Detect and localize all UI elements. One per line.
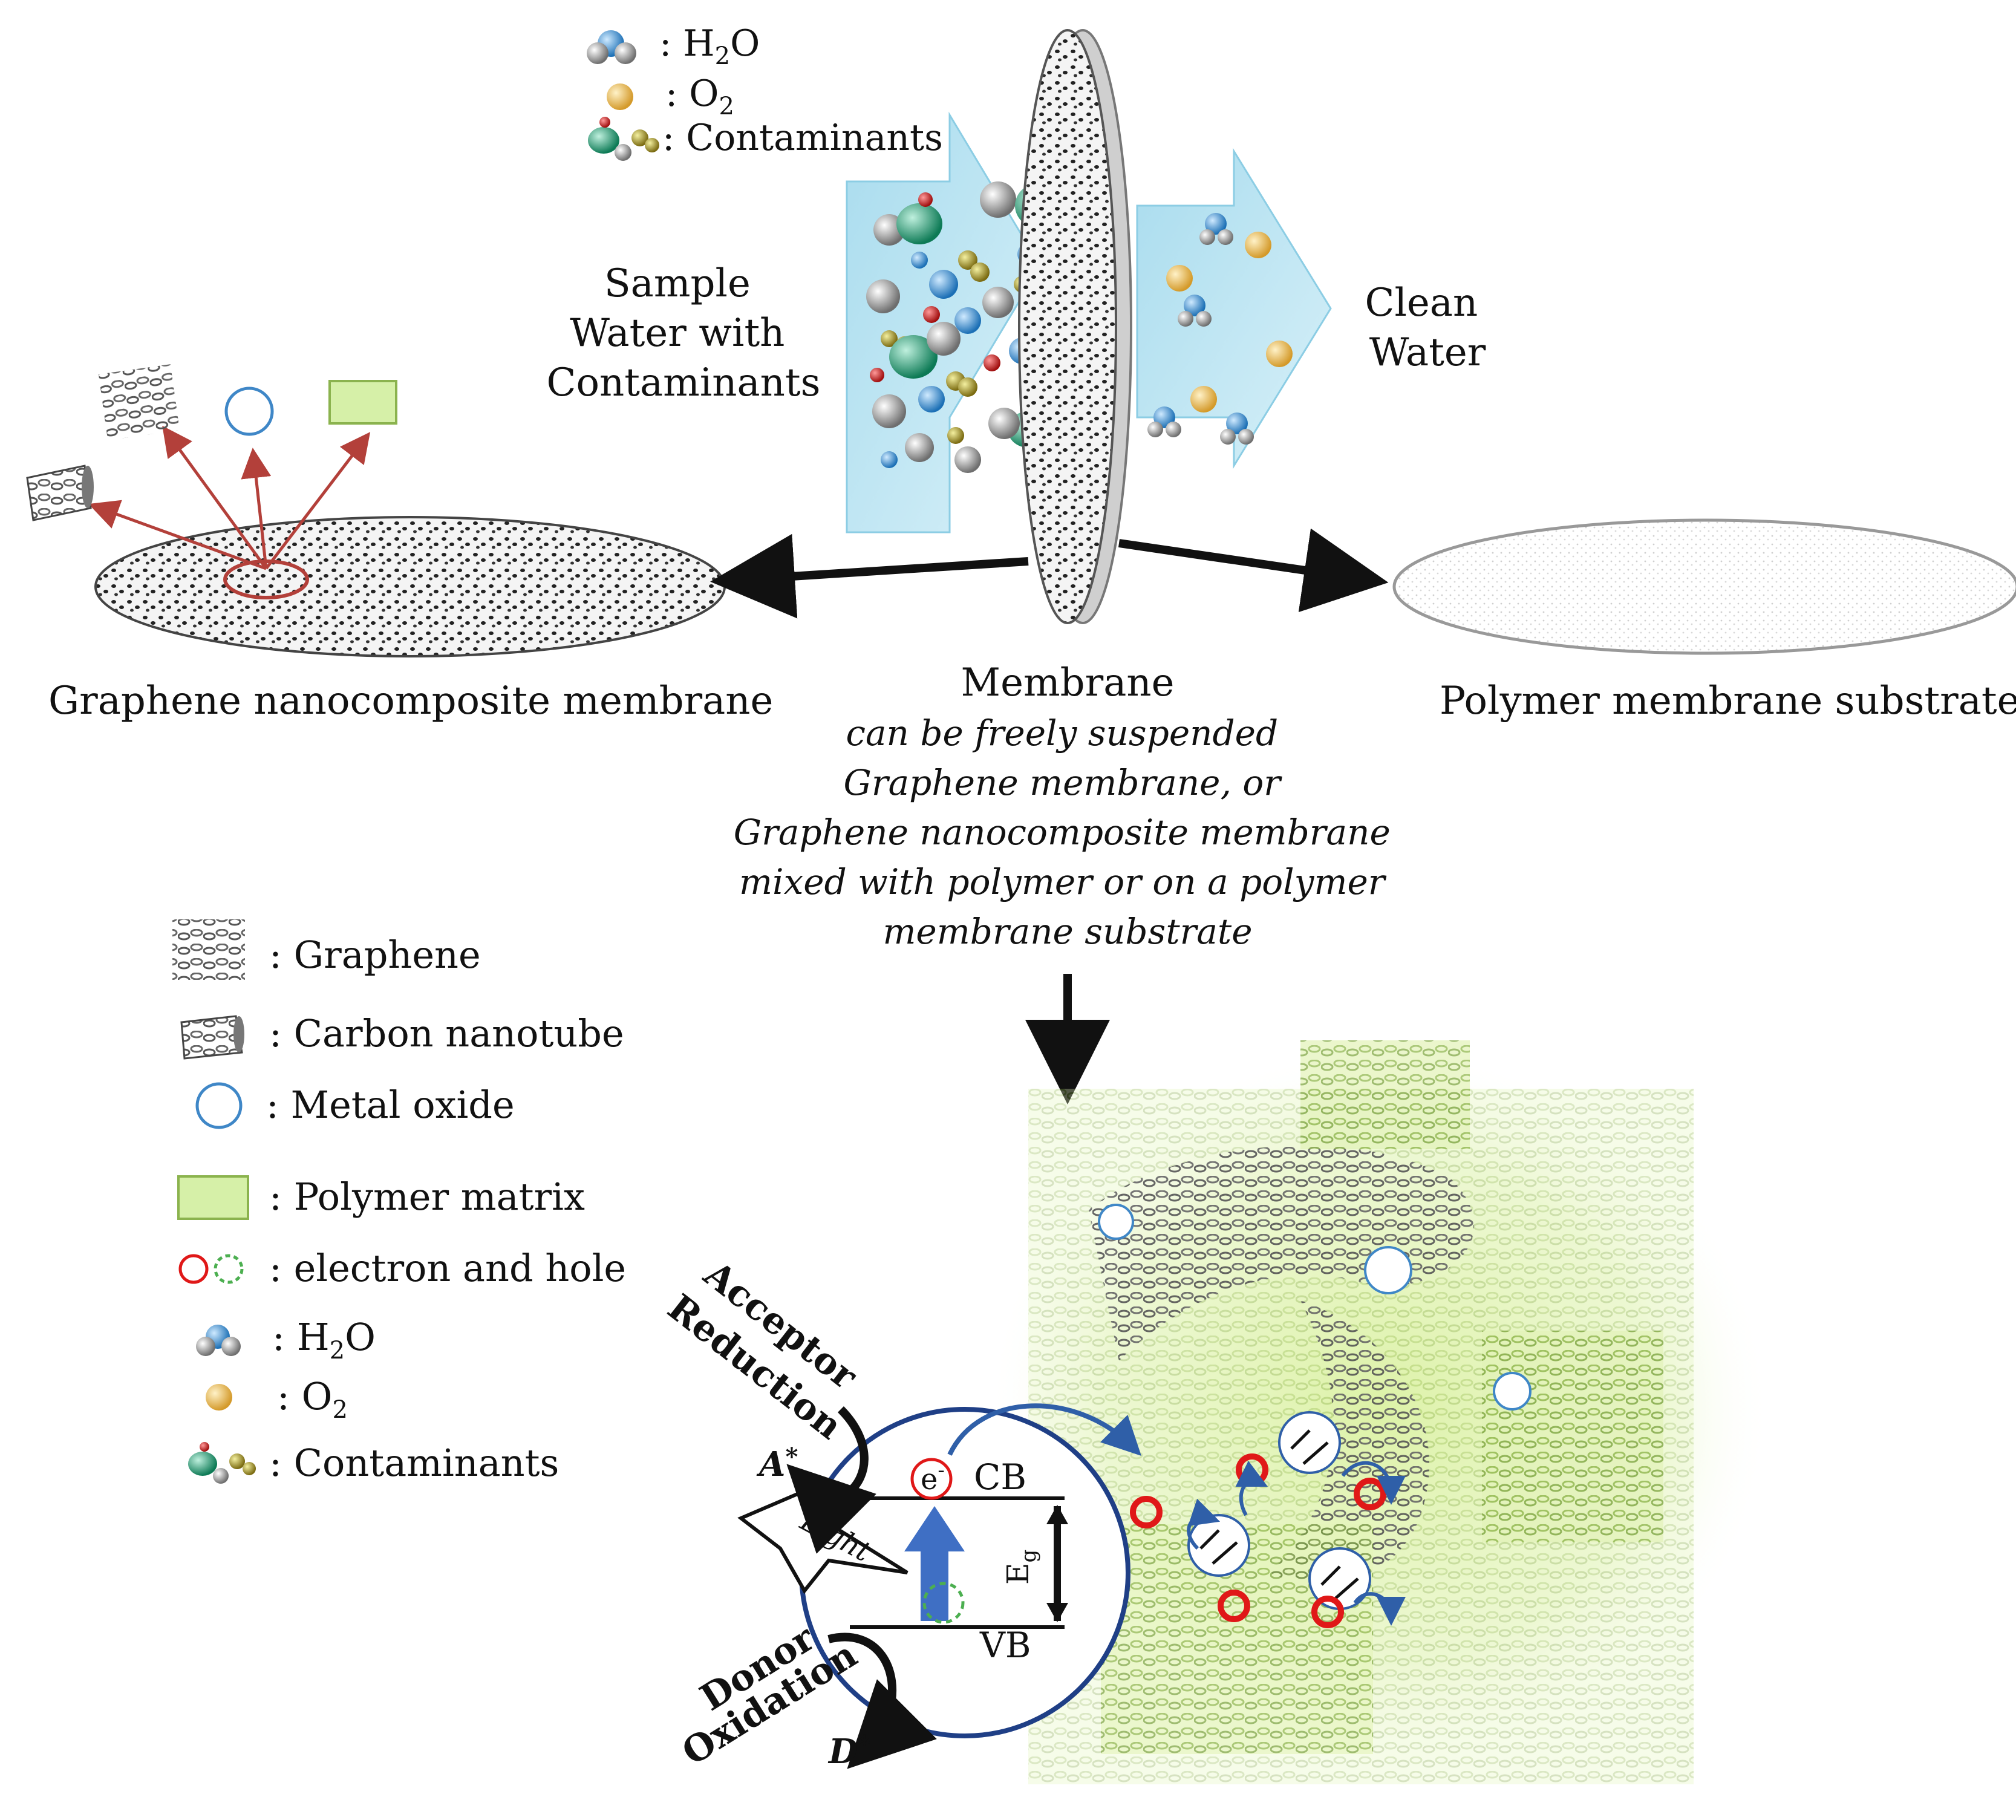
- membrane-description: can be freely suspended Graphene membran…: [734, 713, 1401, 952]
- metal-oxide-icon: [224, 387, 274, 436]
- band-gap-label: E: [1000, 1563, 1036, 1585]
- svg-text:: O2: : O2: [665, 73, 734, 120]
- composite-zoom-view: [986, 1040, 1772, 1784]
- legend-polymer-text: : Polymer matrix: [269, 1175, 585, 1219]
- component-pointer-arrows: [88, 425, 371, 570]
- central-membrane-disc: [1018, 29, 1132, 624]
- o2-molecule-icon: [607, 83, 633, 110]
- d-star-label: D: [827, 1732, 858, 1772]
- local-band-sites: [1187, 1411, 1371, 1610]
- top-legend-h2o-text: : H: [659, 22, 715, 65]
- a-star-label: A: [756, 1444, 785, 1484]
- cb-label: CB: [974, 1456, 1026, 1498]
- legend-graphene-text: : Graphene: [269, 933, 481, 977]
- svg-text:Eg: Eg: [1000, 1550, 1041, 1585]
- legend-graphene-icon: [172, 919, 245, 980]
- svg-text:D*: D*: [827, 1730, 871, 1772]
- legend-metal-oxide-icon: [195, 1082, 243, 1129]
- legend-h2o-icon: [196, 1325, 241, 1356]
- arrow-to-polymer-substrate: [1118, 528, 1389, 613]
- legend-cnt-icon: [180, 1015, 244, 1060]
- arrow-to-graphene-membrane: [710, 533, 1029, 619]
- svg-text:: O2: : O2: [277, 1374, 348, 1424]
- graphene-nanocomposite-membrane: [94, 516, 726, 657]
- oxidation-curve-arrow: [827, 1632, 937, 1769]
- legend-electron-hole-text: : electron and hole: [269, 1246, 626, 1290]
- legend-contaminants-icon: [188, 1442, 256, 1484]
- legend-h2o-text: : H: [272, 1315, 330, 1359]
- legend-o2-icon: [206, 1384, 232, 1411]
- legend-polymer-icon: [177, 1175, 249, 1220]
- excited-electron: [910, 1458, 953, 1500]
- hole-marker: [922, 1582, 965, 1624]
- top-legend-contaminants-text: : Contaminants: [662, 117, 943, 159]
- legend-electron-icon: [178, 1254, 209, 1284]
- graphene-membrane-label: Graphene nanocomposite membrane: [48, 679, 773, 723]
- top-legend: : H2O : O2 : Contaminants: [587, 22, 943, 161]
- carbon-nanotube-icon: [26, 465, 94, 521]
- component-legend: : Graphene : Carbon nanotube : Metal oxi…: [172, 919, 626, 1485]
- polymer-substrate-label: Polymer membrane substrate: [1440, 679, 2016, 723]
- polymer-matrix-icon: [328, 380, 397, 425]
- legend-hole-icon: [214, 1254, 244, 1284]
- svg-text:e-: e-: [921, 1458, 945, 1496]
- metal-oxide-particle: [1493, 1372, 1532, 1411]
- electron-transfer-arrow: [947, 1403, 1141, 1456]
- clean-water-flow-arrow: [1136, 148, 1332, 469]
- h2o-molecule-icon: [587, 30, 636, 64]
- legend-o2-text: : O: [277, 1374, 332, 1418]
- metal-oxide-particle: [1364, 1246, 1412, 1294]
- svg-text:: H2O: : H2O: [272, 1315, 376, 1365]
- electron-label: e: [921, 1463, 938, 1496]
- legend-cnt-text: : Carbon nanotube: [269, 1011, 624, 1055]
- excitation-arrow: [904, 1506, 965, 1621]
- legend-contaminants-text: : Contaminants: [269, 1441, 559, 1485]
- clean-water-label: Clean Water: [1365, 281, 1490, 375]
- polymer-membrane-substrate: [1392, 518, 2016, 655]
- top-legend-o2-text: : O: [665, 73, 719, 115]
- sample-water-flow-arrow: [846, 111, 1074, 533]
- metal-oxide-particle: [1098, 1204, 1134, 1240]
- reduction-curve-arrow: [786, 1406, 876, 1554]
- legend-metal-oxide-text: : Metal oxide: [266, 1083, 515, 1127]
- vb-label: VB: [979, 1625, 1031, 1666]
- sample-water-label: Sample Water with Contaminants: [547, 261, 821, 405]
- graphene-sheet-icon: [98, 364, 180, 440]
- contaminant-particles: [866, 161, 1074, 475]
- contaminants-molecule-icon: [588, 117, 659, 161]
- svg-text:: H2O: : H2O: [659, 22, 760, 70]
- particle-band-circle: [799, 1407, 1130, 1738]
- membrane-title: Membrane: [961, 660, 1175, 705]
- transfer-arrows: [1187, 1461, 1406, 1626]
- clean-water-particles: [1147, 213, 1293, 445]
- svg-text:A*: A*: [756, 1443, 798, 1484]
